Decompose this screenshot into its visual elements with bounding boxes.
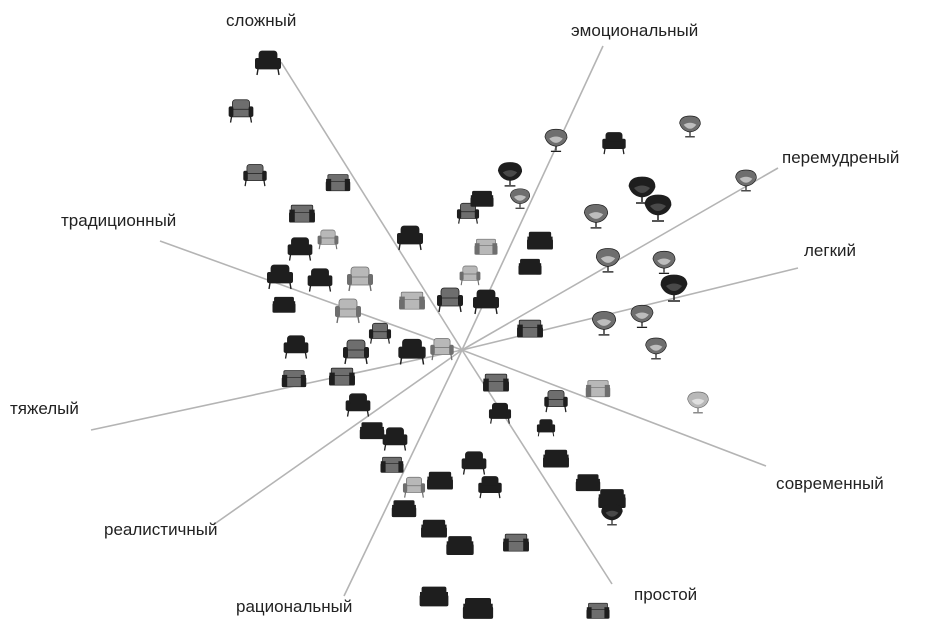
axis-label-realistichny: реалистичный [104, 520, 218, 539]
armchair-icon [517, 319, 543, 338]
armchair-icon [509, 188, 531, 209]
armchair-icon [255, 50, 281, 76]
axis-line-sovremenny [461, 349, 767, 467]
armchair-icon [427, 471, 453, 490]
axis-label-traditsionny: традиционный [61, 211, 177, 230]
armchair-icon [595, 248, 621, 273]
axis-line-realistichny [212, 349, 463, 526]
axis-label-legky: легкий [804, 241, 857, 260]
axis-line-legky [461, 267, 799, 351]
armchair-icon [474, 238, 498, 255]
armchair-icon [267, 264, 293, 290]
armchair-icon [461, 451, 487, 475]
axis-label-peremudreny: перемудреный [782, 148, 900, 167]
armchair-icon [459, 265, 481, 286]
armchair-icon [399, 291, 425, 310]
armchair-icon [430, 338, 454, 361]
armchair-icon [283, 335, 309, 359]
armchair-icon [503, 533, 529, 552]
armchair-icon [272, 296, 296, 313]
armchair-icon [497, 162, 523, 187]
armchair-icon [473, 289, 499, 315]
armchair-icon [382, 427, 408, 451]
armchair-icon [368, 322, 392, 344]
armchair-icon [398, 338, 426, 365]
armchair-icon [419, 586, 449, 607]
axis-line-peremudreny [461, 167, 779, 351]
axis-line-ratsionalny [343, 349, 463, 597]
chair-cloud [228, 50, 757, 619]
armchair-icon [601, 503, 623, 526]
armchair-icon [470, 190, 494, 207]
armchair-icon [391, 500, 417, 518]
armchair-icon [397, 225, 423, 251]
axis-label-sovremenny: современный [776, 474, 884, 493]
armchair-icon [478, 476, 502, 499]
armchair-icon [347, 266, 373, 292]
axis-label-prostoy: простой [634, 585, 698, 604]
armchair-icon [446, 536, 474, 555]
armchair-icon [228, 99, 254, 123]
armchair-icon [735, 169, 757, 192]
armchair-icon [586, 602, 610, 619]
axis-label-emotsionalny: эмоциональный [571, 21, 699, 40]
armchair-icon [536, 419, 556, 437]
armchair-icon [591, 311, 617, 336]
armchair-icon [325, 174, 351, 192]
armchair-icon [287, 237, 313, 261]
axis-label-ratsionalny: рациональный [236, 597, 353, 616]
armchair-icon [602, 132, 626, 155]
armchair-icon [687, 391, 709, 414]
armchair-icon [488, 402, 512, 424]
armchair-icon [281, 370, 307, 388]
armchair-icon [335, 298, 361, 324]
armchair-icon [289, 204, 315, 223]
armchair-icon [243, 164, 267, 187]
armchair-icon [645, 337, 667, 360]
armchair-icon [630, 304, 654, 328]
armchair-icon [380, 456, 404, 473]
armchair-icon [543, 449, 569, 468]
armchair-icon [345, 393, 371, 417]
axis-line-traditsionny [159, 240, 463, 351]
armchair-icon [462, 598, 494, 619]
armchair-icon [402, 476, 426, 498]
armchair-icon [583, 204, 609, 229]
armchair-icon [437, 287, 463, 313]
armchair-icon [544, 128, 568, 152]
armchair-icon [343, 339, 369, 365]
armchair-icon [421, 519, 447, 538]
armchair-icon [544, 390, 568, 413]
armchair-icon [317, 229, 339, 250]
armchair-icon [329, 367, 355, 386]
axis-label-tyazhely: тяжелый [10, 399, 79, 418]
armchair-icon [644, 194, 672, 222]
armchair-icon [456, 202, 480, 224]
axis-line-slozhny [280, 61, 463, 351]
armchair-icon [527, 231, 553, 250]
armchair-icon [585, 380, 611, 398]
armchair-icon [652, 250, 676, 274]
armchair-icon [359, 422, 385, 440]
armchair-icon [307, 268, 333, 292]
armchair-icon [660, 274, 688, 302]
axis-label-slozhny: сложный [226, 11, 297, 30]
armchair-icon [575, 474, 601, 492]
armchair-icon [679, 115, 701, 138]
armchair-icon [628, 176, 656, 204]
armchair-icon [483, 373, 509, 392]
armchair-icon [518, 258, 542, 275]
